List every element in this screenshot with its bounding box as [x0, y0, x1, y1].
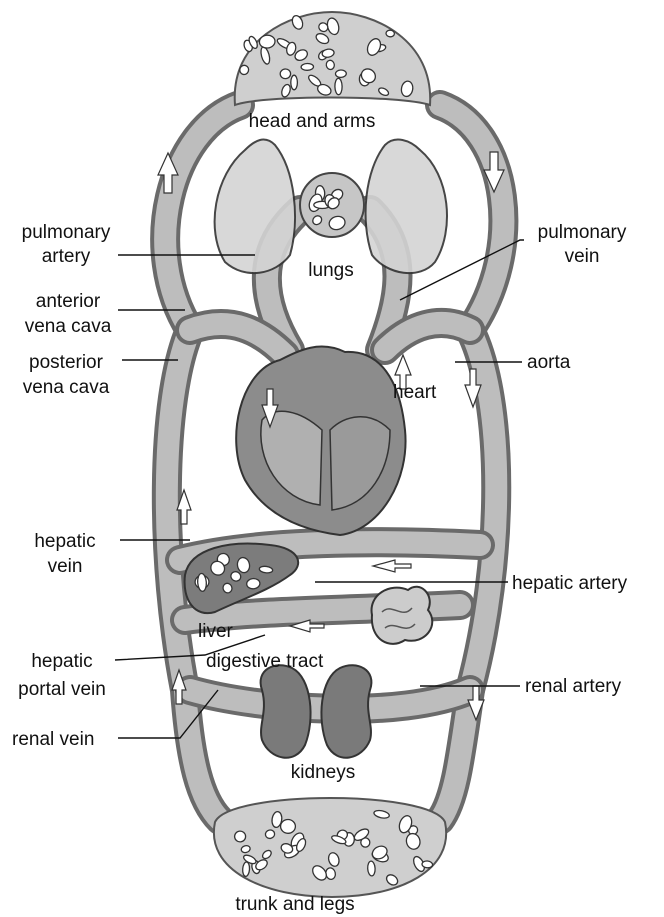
label-liver: liver [198, 621, 234, 642]
label-renal-artery: renal artery [525, 676, 622, 697]
capillary-pore [280, 69, 291, 79]
label-head-and-arms: head and arms [249, 111, 376, 132]
label-anterior-vena-cava-line2: vena cava [25, 316, 112, 337]
label-hepatic-vein-line2: vein [48, 556, 83, 577]
capillary-pore [422, 861, 433, 869]
label-posterior-vena-cava-line1: posterior [29, 352, 104, 373]
head-capillary-bed [235, 12, 430, 105]
label-digestive-tract: digestive tract [206, 651, 324, 672]
label-heart: heart [393, 382, 437, 403]
capillary-pore [246, 578, 260, 589]
arrow-hepatic-artery [373, 560, 411, 572]
capillary-pore [301, 63, 314, 70]
capillary-pore [335, 78, 342, 95]
legs-capillary-bed [214, 798, 446, 897]
label-lungs: lungs [308, 260, 353, 281]
label-anterior-vena-cava-line1: anterior [36, 291, 101, 312]
digestive-tract [372, 587, 433, 644]
capillary-pore [280, 819, 295, 833]
label-hepatic-portal-vein-line2: portal vein [18, 679, 106, 700]
label-hepatic-artery: hepatic artery [512, 573, 628, 594]
label-posterior-vena-cava-line2: vena cava [23, 377, 110, 398]
label-hepatic-portal-vein-line1: hepatic [31, 651, 92, 672]
left-lung [215, 140, 295, 274]
label-aorta: aorta [527, 352, 571, 373]
label-hepatic-vein-line1: hepatic [34, 531, 95, 552]
label-trunk-and-legs: trunk and legs [235, 894, 354, 915]
label-pulmonary-artery-line1: pulmonary [22, 222, 111, 243]
label-kidneys: kidneys [291, 762, 355, 783]
right-lung [366, 140, 447, 274]
capillary-pore [386, 30, 395, 37]
capillary-pore [234, 831, 246, 843]
capillary-pore [291, 75, 298, 90]
label-renal-vein: renal vein [12, 729, 94, 750]
capillary-pore [367, 861, 375, 876]
label-pulmonary-vein-line2: vein [565, 246, 600, 267]
label-pulmonary-vein-line1: pulmonary [538, 222, 627, 243]
capillary-pore [242, 862, 250, 877]
label-pulmonary-artery-line2: artery [42, 246, 91, 267]
capillary-pore [335, 70, 346, 78]
heart [236, 347, 405, 535]
lungs [215, 140, 447, 274]
